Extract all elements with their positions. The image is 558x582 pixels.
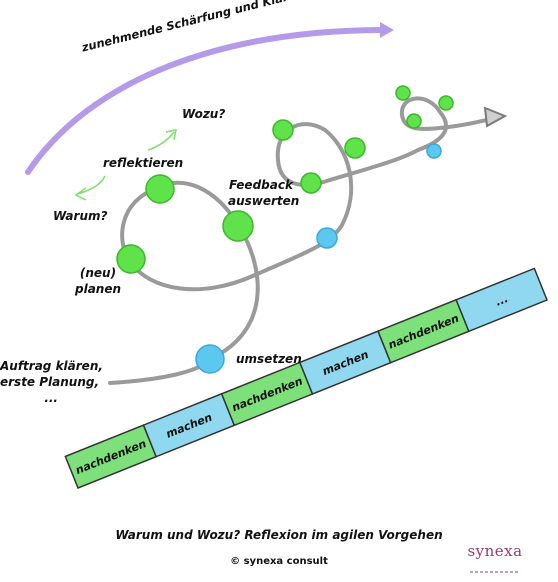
label-feedback-2: auswerten (228, 194, 300, 208)
synexa-logo: synexa (460, 542, 530, 579)
clarity-arrow-head (380, 22, 394, 38)
node-neu-planen (116, 244, 146, 274)
label-umsetzen: umsetzen (236, 352, 302, 366)
label-warum: Warum? (53, 209, 108, 223)
band: nachdenkenmachennachdenkenmachennachdenk… (64, 267, 548, 489)
green-nodes (116, 85, 454, 274)
node-loop3-top (395, 85, 411, 101)
label-planen: planen (74, 282, 122, 296)
node-loop2-bottom (300, 172, 322, 194)
label-auftrag: Auftrag klären, erste Planung, ... (0, 358, 103, 406)
label-wozu: Wozu? (182, 107, 226, 121)
node-feedback (222, 210, 254, 242)
spiral-end-arrow (483, 106, 508, 128)
node-loop3-bottom (406, 113, 422, 129)
logo-word: synexa (467, 542, 523, 560)
logo-underline (470, 571, 520, 573)
node-reflektieren (145, 174, 175, 204)
clarity-arrow (25, 27, 388, 175)
blue-nodes (195, 143, 442, 374)
label-neu-planen: (neu) planen (70, 265, 126, 297)
node-loop2-right (344, 137, 366, 159)
label-auftrag-2: erste Planung, (0, 375, 100, 389)
node-blue-2 (316, 227, 338, 249)
copyright: © synexa consult (230, 556, 328, 567)
label-reflektieren: reflektieren (103, 156, 184, 170)
label-auftrag-1: Auftrag klären, (0, 359, 103, 373)
band-segment-do (455, 267, 548, 333)
label-neu: (neu) (79, 266, 117, 280)
node-umsetzen (195, 344, 225, 374)
node-loop3-right (438, 95, 454, 111)
label-feedback-1: Feedback (229, 178, 293, 192)
label-feedback: Feedback auswerten (228, 177, 300, 209)
caption: Warum und Wozu? Reflexion im agilen Vorg… (115, 528, 443, 542)
label-auftrag-3: ... (44, 391, 58, 405)
small-arrows (74, 129, 177, 201)
band-segment-label: ... (494, 292, 510, 309)
node-loop2-top (272, 119, 294, 141)
node-blue-3 (426, 143, 442, 159)
